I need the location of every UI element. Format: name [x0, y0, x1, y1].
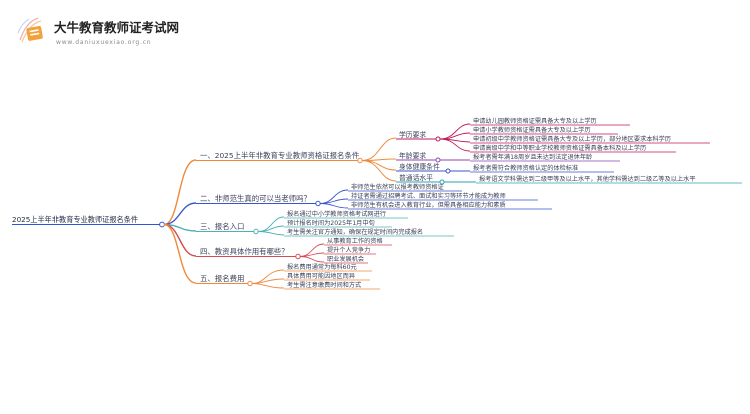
branch-4[interactable]: 四、教资具体作用有哪些？ 从事教育工作的资格 提升个人竞争力 职业发展机会	[196, 237, 392, 264]
leaf-xueli-1: 申请幼儿园教师资格证需具备大专及以上学历	[473, 117, 597, 125]
branch-2-label: 二、非师范生真的可以当老师吗？	[200, 194, 311, 203]
sub-putonghua[interactable]: 普通话水平 报考语文学科需达到二级甲等及以上水平，其他学科需达到二级乙等及以上水…	[396, 173, 742, 185]
sub-nianling[interactable]: 年龄要求 报考者需年满18周岁且未达到法定退休年龄	[396, 151, 620, 163]
leaf-b4-2: 提升个人竞争力	[327, 246, 370, 254]
leaf-b2-2: 持证者需通过招聘考试、面试和实习等环节才能成为教师	[351, 192, 506, 200]
leaf-xueli-2: 申请小学教师资格证需具备大专及以上学历	[473, 126, 591, 134]
leaf-putonghua-1: 报考语文学科需达到二级甲等及以上水平，其他学科需达到二级乙等及以上水平	[479, 175, 696, 183]
branch-5-label: 五、报名费用	[200, 274, 244, 283]
leaf-b3-3: 考生需关注官方通知，确保在规定时间内完成报名	[287, 228, 423, 236]
root-label: 2025上半年非教育专业教师证报名条件	[12, 215, 138, 224]
leaf-xueli-3: 申请初级中学教师资格证需具备大专及以上学历，部分地区要求本科学历	[473, 135, 671, 143]
leaf-b2-3: 非师范生有机会进入教育行业，但需具备相应能力和素质	[351, 201, 506, 209]
branch-3-label: 三、报名入口	[200, 222, 244, 231]
root-connectors	[163, 159, 197, 284]
leaf-b5-2: 具体费用可能因地区而异	[287, 272, 355, 280]
branch-3[interactable]: 三、报名入口 报名通过中小学教师资格考试网进行 预计报名时间为2025年1月中旬…	[196, 210, 454, 237]
leaf-b2-1: 非师范生依然可以报考教师资格证	[351, 183, 444, 191]
leaf-b4-3: 职业发展机会	[327, 255, 364, 263]
branch-5[interactable]: 五、报名费用 报名费用通常为每科60元 具体费用可能因地区而异 考生需注意缴费时…	[196, 263, 380, 290]
leaf-b3-2: 预计报名时间为2025年1月中旬	[287, 219, 375, 227]
leaf-nianling-1: 报考者需年满18周岁且未达到法定退休年龄	[473, 153, 593, 161]
leaf-b5-1: 报名费用通常为每科60元	[287, 263, 357, 271]
leaf-b4-1: 从事教育工作的资格	[327, 237, 383, 245]
leaf-b3-1: 报名通过中小学教师资格考试网进行	[287, 210, 386, 218]
sub-xueli[interactable]: 学历要求 申请幼儿园教师资格证需具备大专及以上学历 申请小学教师资格证需具备大专…	[396, 117, 710, 153]
book-logo-icon	[17, 17, 43, 43]
branch-1-label: 一、2025上半年非教育专业教师资格证报名条件	[200, 151, 360, 160]
branch-1[interactable]: 一、2025上半年非教育专业教师资格证报名条件 学历要求 申请幼儿园教师资格证需…	[196, 117, 742, 185]
sub-shenti-label: 身体健康条件	[399, 162, 440, 171]
sub-nianling-label: 年龄要求	[399, 151, 426, 160]
brand: 大牛教育教师证考试网 www.daniuxuexiao.org.cn	[17, 17, 179, 46]
leaf-b5-3: 考生需注意缴费时间和方式	[287, 281, 361, 289]
branch-4-label: 四、教资具体作用有哪些？	[200, 247, 289, 256]
root-node[interactable]: 2025上半年非教育专业教师证报名条件	[12, 215, 165, 228]
brand-name: 大牛教育教师证考试网	[54, 20, 179, 35]
leaf-xueli-4: 申请高级中学和中等职业学校教师资格证需具备本科及以上学历	[473, 144, 646, 152]
brand-url: www.daniuxuexiao.org.cn	[56, 39, 151, 46]
leaf-shenti-1: 报考者需符合教师资格认定的体检标准	[473, 164, 578, 172]
sub-xueli-label: 学历要求	[399, 130, 426, 139]
branch-2[interactable]: 二、非师范生真的可以当老师吗？ 非师范生依然可以报考教师资格证 持证者需通过招聘…	[196, 183, 552, 210]
sub-shenti[interactable]: 身体健康条件 报考者需符合教师资格认定的体检标准	[396, 162, 614, 174]
sub-putonghua-label: 普通话水平	[399, 173, 433, 182]
